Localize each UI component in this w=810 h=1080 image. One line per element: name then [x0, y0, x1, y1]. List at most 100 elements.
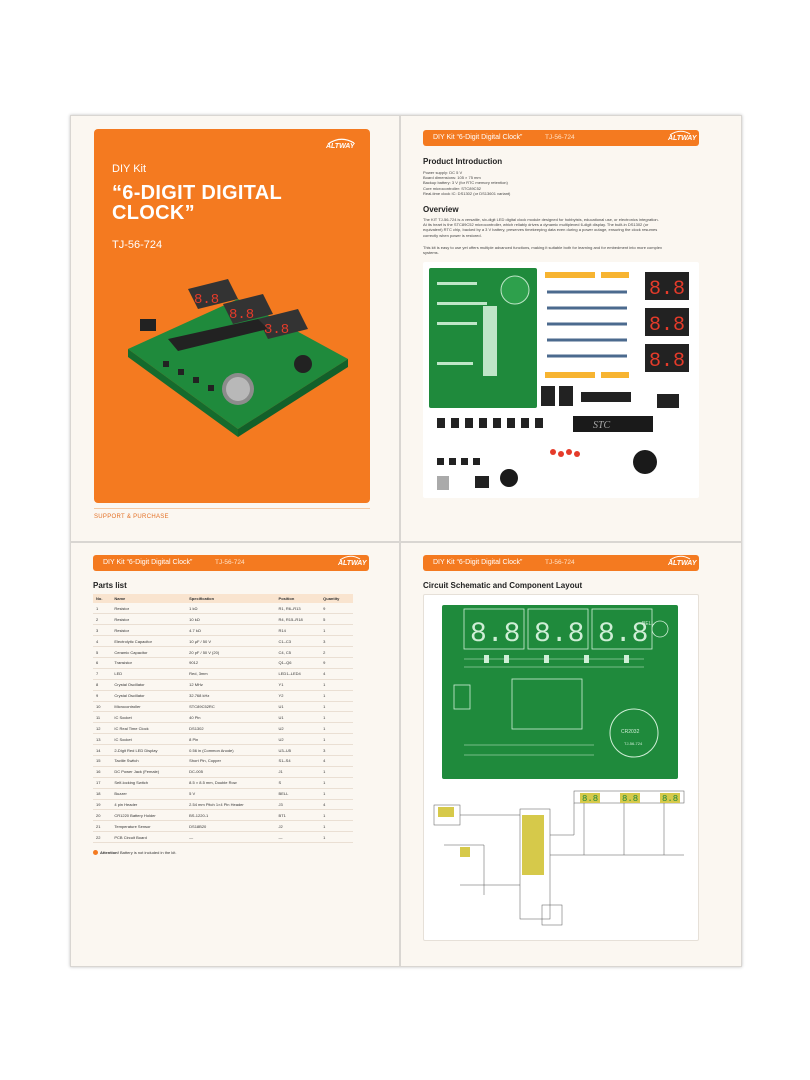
table-cell: 3: [320, 744, 353, 756]
table-cell: 22: [93, 831, 112, 844]
table-cell: Microcontroller: [111, 701, 187, 713]
table-cell: 8.5 × 8.5 mm, Double Row: [186, 777, 276, 789]
table-cell: IC Socket: [111, 733, 187, 746]
cover-title-line1: “6-DIGIT DIGITAL: [112, 182, 282, 204]
page-schematic: DIY Kit “6-Digit Digital Clock” TJ-56-72…: [401, 543, 741, 966]
logo-swoosh-icon: [669, 555, 691, 561]
table-cell: 10: [93, 701, 112, 713]
header-code: TJ-56-724: [215, 559, 245, 566]
table-cell: Temperature Sensor: [111, 820, 187, 833]
column-header: Name: [111, 594, 187, 603]
chip-label: STC: [593, 420, 611, 431]
table-cell: 1: [320, 777, 353, 789]
spec-item: Power supply: DC 5 V: [423, 170, 463, 175]
svg-text:8.8: 8.8: [194, 292, 219, 308]
table-cell: BS-1220-1: [186, 809, 276, 822]
column-header: Quantity: [320, 594, 353, 603]
battery-note: Attention! Battery is not included in th…: [93, 850, 177, 856]
table-cell: 1: [93, 603, 112, 615]
spec-item: Board dimensions: 105 × 75 mm: [423, 175, 481, 181]
support-purchase-link[interactable]: SUPPORT & PURCHASE: [94, 514, 169, 520]
table-cell: 1: [320, 788, 353, 800]
table-cell: STC89C52RC: [186, 701, 276, 713]
text-line: correctly when power is restored.: [423, 232, 482, 238]
svg-text:8.8: 8.8: [229, 307, 254, 323]
table-cell: IC Real Time Clock: [111, 722, 187, 735]
table-cell: U1: [275, 711, 321, 724]
table-cell: R1, R6–R13: [275, 603, 321, 615]
table-cell: J3: [275, 799, 321, 811]
cover-title-line2: CLOCK”: [112, 202, 195, 224]
svg-text:8.8: 8.8: [649, 314, 685, 337]
table-cell: Y2: [275, 690, 321, 702]
table-cell: DS18B20: [186, 820, 276, 833]
logo-swoosh-icon: [339, 555, 361, 561]
table-cell: Y1: [275, 679, 321, 691]
table-cell: R14: [275, 624, 321, 637]
table-cell: —: [186, 831, 276, 844]
spec-list: Power supply: DC 5 V Board dimensions: 1…: [423, 170, 510, 196]
table-cell: Buzzer: [111, 788, 187, 800]
page-header: DIY Kit “6-Digit Digital Clock” TJ-56-72…: [423, 555, 699, 571]
spec-item: Core microcontroller: STC89C52: [423, 185, 482, 191]
schematic-heading: Circuit Schematic and Component Layout: [423, 581, 583, 590]
svg-text:8.8: 8.8: [662, 794, 678, 804]
header-code: TJ-56-724: [545, 559, 575, 566]
header-title: DIY Kit “6-Digit Digital Clock”: [433, 559, 523, 566]
table-cell: 7: [93, 668, 112, 680]
table-cell: IC Socket: [111, 711, 187, 724]
parts-heading: Parts list: [93, 581, 127, 590]
table-cell: 8 Pin: [186, 733, 276, 746]
header-title: DIY Kit “6-Digit Digital Clock”: [433, 134, 523, 141]
table-cell: DC-005: [186, 766, 276, 778]
table-cell: U3–U5: [275, 744, 321, 756]
cover-kit-label: DIY Kit: [112, 163, 147, 175]
table-cell: 1: [320, 809, 353, 822]
table-cell: 4 pin Header: [111, 799, 187, 811]
table-cell: U2: [275, 722, 321, 735]
table-cell: —: [275, 831, 321, 844]
divider: [94, 508, 370, 509]
page-cover: ALTWAY DIY Kit “6-DIGIT DIGITAL CLOCK” T…: [71, 116, 399, 541]
table-cell: 0.56 in (Common Anode): [186, 744, 276, 756]
svg-text:8.8: 8.8: [534, 619, 584, 650]
table-cell: 1: [320, 701, 353, 713]
table-cell: J2: [275, 820, 321, 833]
table-cell: 4: [93, 635, 112, 648]
brand-logo: ALTWAY: [668, 130, 697, 142]
header-title: DIY Kit “6-Digit Digital Clock”: [103, 559, 193, 566]
table-cell: 3: [320, 635, 353, 648]
table-cell: 12 MHz: [186, 679, 276, 691]
table-cell: Ceramic Capacitor: [111, 646, 187, 658]
table-cell: 9: [320, 657, 353, 669]
note-text: Battery is not included in the kit.: [120, 850, 177, 855]
table-cell: S: [275, 777, 321, 789]
table-cell: 9: [320, 603, 353, 615]
table-cell: 17: [93, 777, 112, 789]
table-cell: Resistor: [111, 613, 187, 626]
text-line: This kit is easy to use yet offers multi…: [423, 245, 662, 250]
svg-text:8.8: 8.8: [649, 350, 685, 373]
svg-text:8.8: 8.8: [622, 794, 638, 804]
table-cell: LED1–LED4: [275, 668, 321, 680]
battery-label: CR2032: [621, 729, 640, 735]
table-cell: 4.7 kΩ: [186, 624, 276, 637]
svg-text:8.8: 8.8: [470, 619, 520, 650]
table-cell: 9: [93, 690, 112, 702]
table-cell: 1: [320, 690, 353, 702]
page-introduction: DIY Kit “6-Digit Digital Clock” TJ-56-72…: [401, 116, 741, 541]
table-cell: 14: [93, 744, 112, 756]
table-cell: 5: [320, 613, 353, 626]
table-cell: 12: [93, 722, 112, 735]
